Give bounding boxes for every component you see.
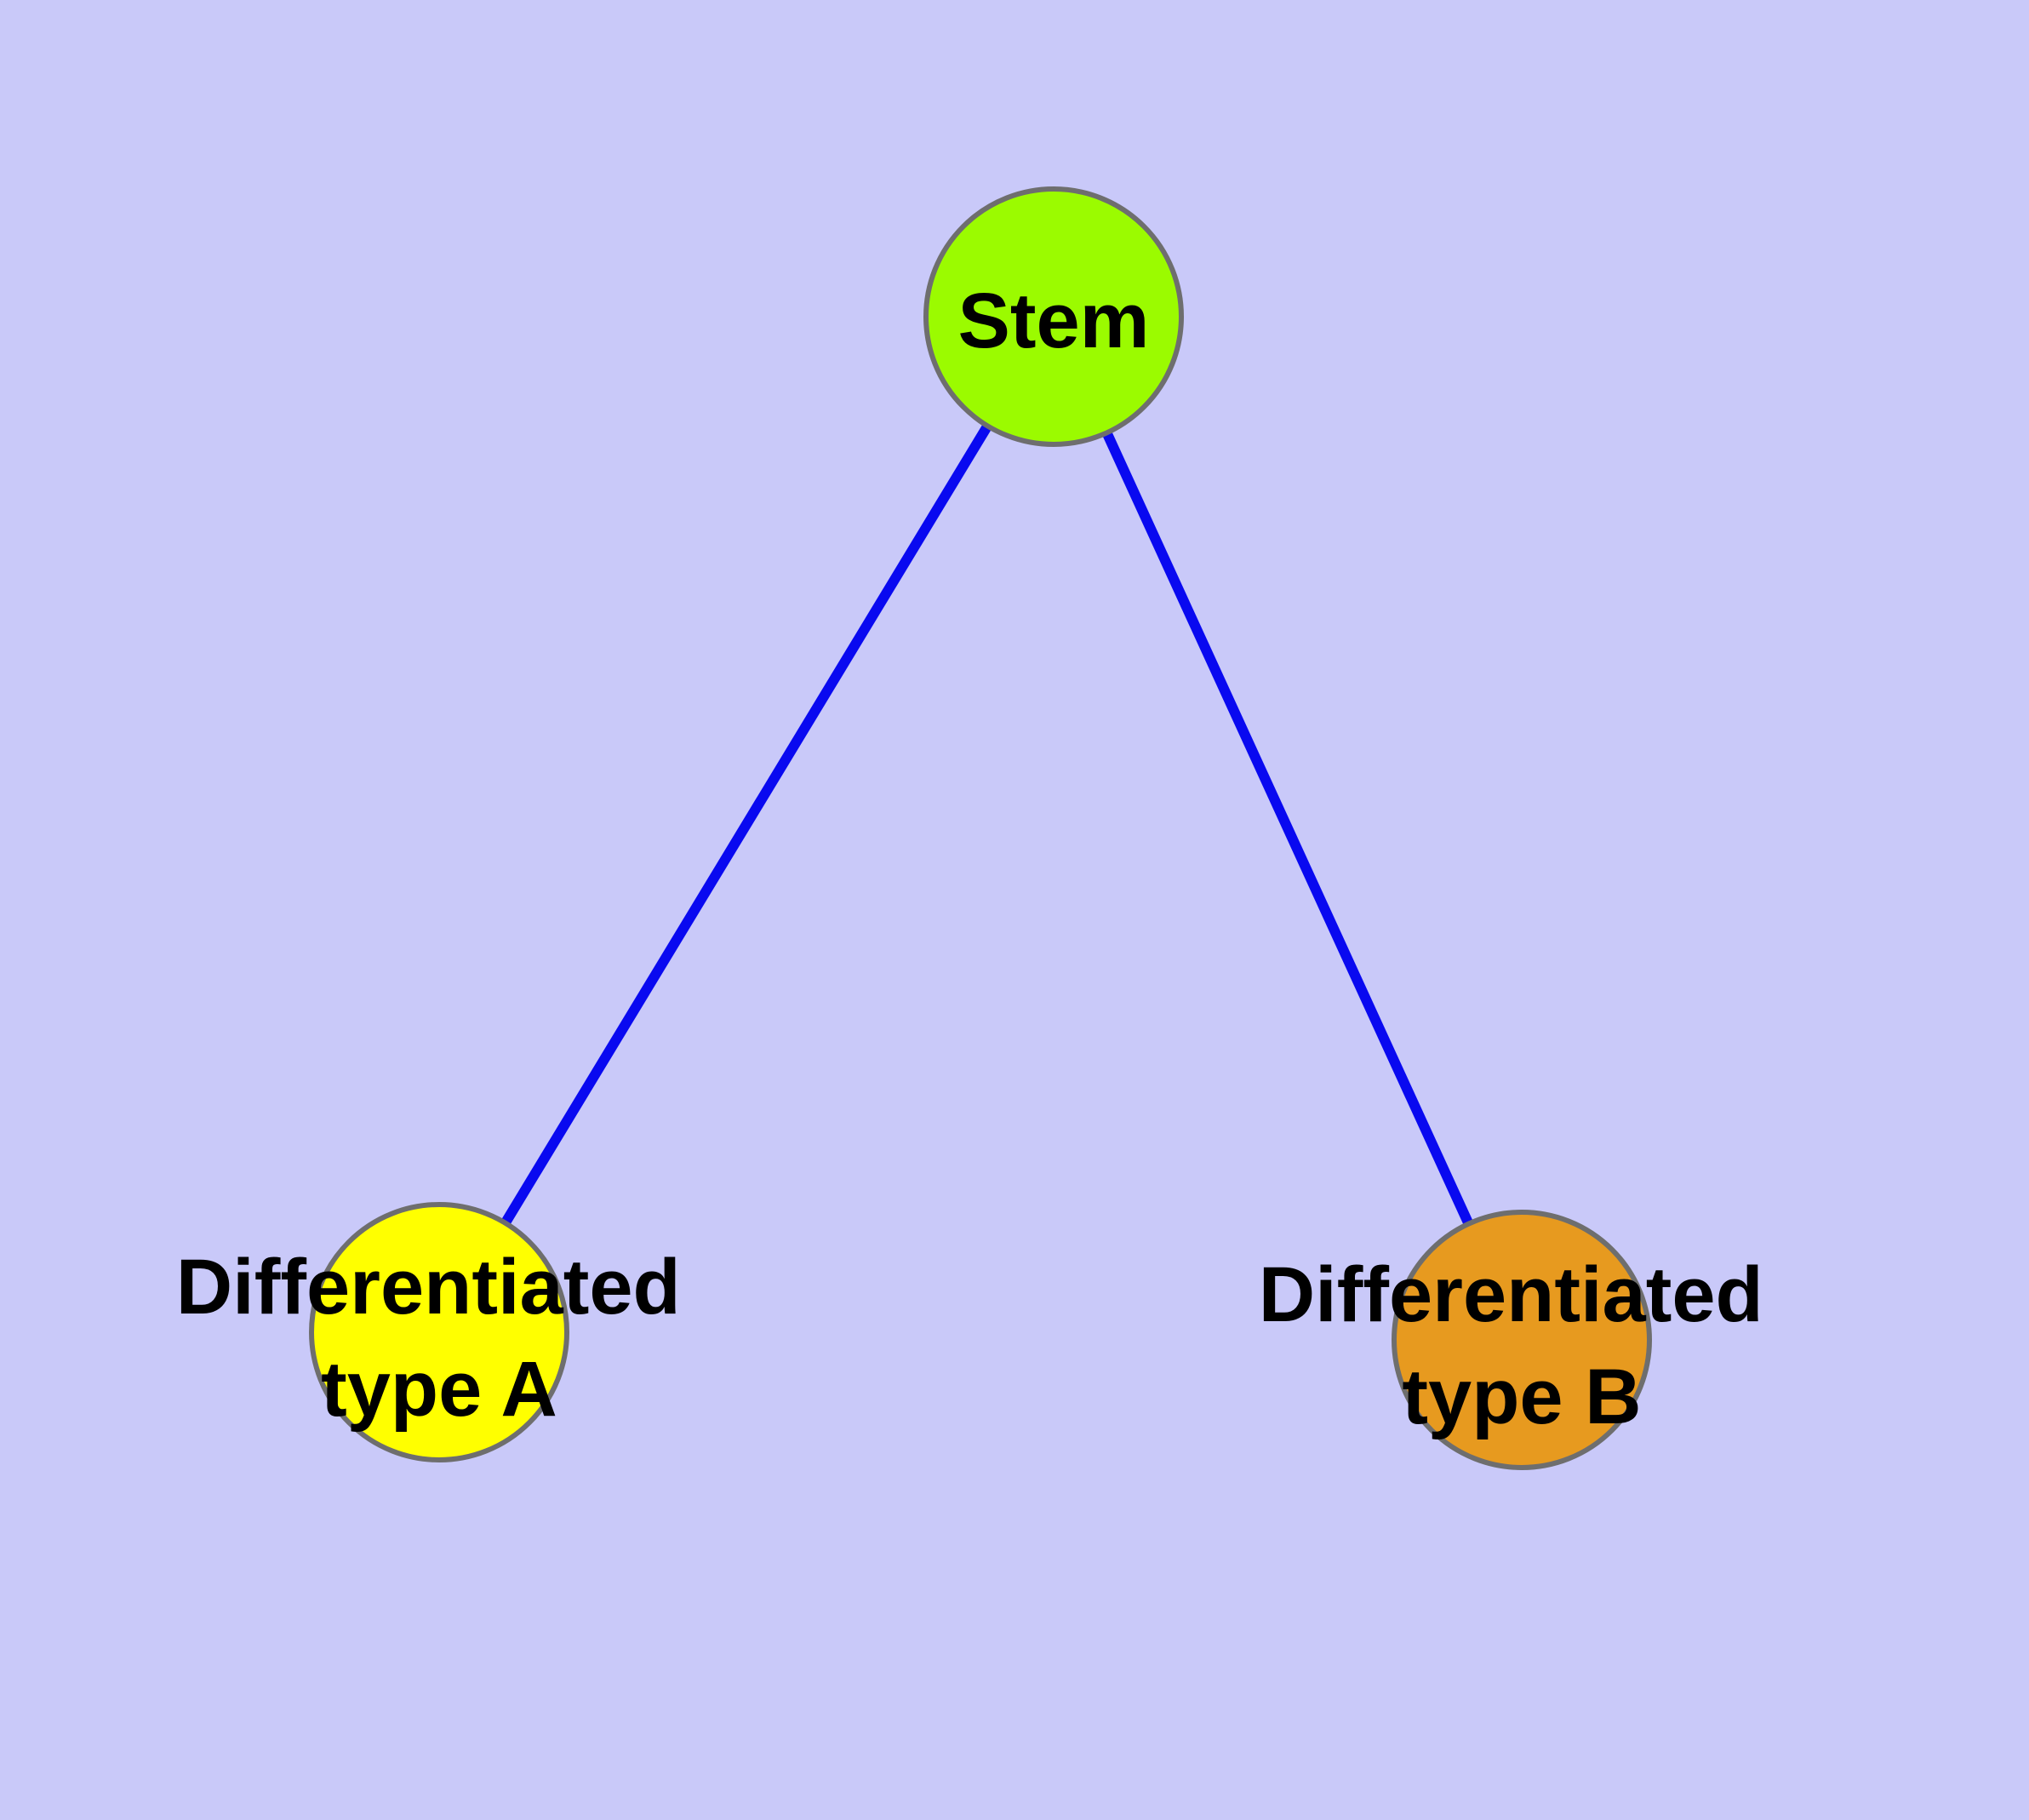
node-stem: Stem bbox=[923, 186, 1184, 447]
node-differentiated-type-b-label: Differentiated type B bbox=[1259, 1251, 1786, 1440]
node-differentiated-type-a-label: Differentiated type A bbox=[176, 1244, 703, 1433]
edge-stem-to-type-b bbox=[1049, 314, 1527, 1342]
node-differentiated-type-a-label-line2: type A bbox=[321, 1346, 557, 1433]
node-differentiated-type-a-label-line1: Differentiated bbox=[176, 1244, 681, 1331]
edge-stem-to-type-a bbox=[434, 313, 1059, 1336]
node-differentiated-type-b-label-line1: Differentiated bbox=[1259, 1251, 1763, 1338]
node-differentiated-type-b-circle bbox=[1392, 1210, 1652, 1470]
node-differentiated-type-b: Differentiated type B bbox=[1259, 1210, 1786, 1470]
node-stem-label: Stem bbox=[958, 278, 1150, 364]
node-differentiated-type-b-label-line2: type B bbox=[1402, 1354, 1641, 1440]
node-stem-circle bbox=[923, 186, 1184, 447]
node-differentiated-type-a-circle bbox=[309, 1202, 569, 1462]
node-differentiated-type-a: Differentiated type A bbox=[176, 1202, 703, 1462]
node-stem-label-line1: Stem bbox=[958, 278, 1150, 364]
